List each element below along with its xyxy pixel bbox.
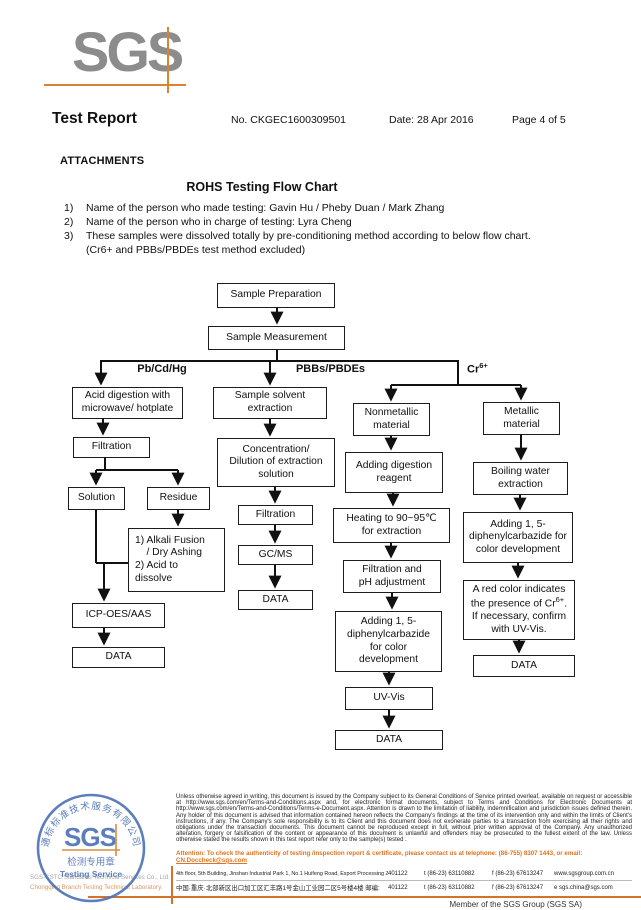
page-title: Test Report [52,110,137,127]
company-branch-line: Chongqing Branch Testing Technical Labor… [30,884,163,891]
note-text: Name of the person who made testing: Gav… [86,202,445,214]
flow-box-adding-dpc-metallic: Adding 1, 5- diphenylcarbazide for color… [463,512,573,563]
postal-code: 401122 [388,884,408,891]
flow-box-data-gcms: DATA [238,590,313,610]
stamp-cn-label: 检测专用章 [67,856,115,868]
note-text: These samples were dissolved totally by … [86,230,531,256]
cr-base: Cr [467,363,480,376]
flow-box-sample-preparation: Sample Preparation [217,283,335,308]
flow-box-data-uvvis: DATA [335,730,443,750]
footer-divider-line [88,896,641,898]
legal-disclaimer: Unless otherwise agreed in writing, this… [176,794,632,844]
branch-label-pb-cd-hg: Pb/Cd/Hg [137,363,187,375]
address-en: 4th floor, 5th Building, Jinshan Industr… [176,870,388,877]
flow-box-adding-digestion-reagent: Adding digestion reagent [345,452,443,493]
address-cn: 中国·重庆·北部新区出口加工区汇丰路1号金山工业园二区5号楼4楼 邮编: [176,885,380,892]
flow-box-solution: Solution [68,487,125,510]
note-item: 2) Name of the person who in charge of t… [64,215,604,229]
flow-box-icp-oes-aas: ICP-OES/AAS [72,603,165,628]
branch-label-pbbs-pbdes: PBBs/PBDEs [295,363,366,375]
flow-box-metallic-material: Metallic material [483,402,560,435]
note-number: 3) [64,230,74,242]
note-item: 1) Name of the person who made testing: … [64,201,604,215]
page-indicator: Page 4 of 5 [512,114,566,126]
address-row-en: 4th floor, 5th Building, Jinshan Industr… [176,867,632,880]
attachments-heading: ATTACHMENTS [60,155,145,167]
address-row-cn: 中国·重庆·北部新区出口加工区汇丰路1号金山工业园二区5号楼4楼 邮编: 401… [176,880,632,894]
telephone: t (86-23) 63110882 [424,870,475,877]
postal-code: 401122 [388,870,408,877]
flow-chart-title: ROHS Testing Flow Chart [186,180,338,194]
attention-notice: Attention: To check the authenticity of … [176,850,632,865]
fax: f (86-23) 67613247 [492,870,544,877]
flow-box-nonmetallic-material: Nonmetallic material [353,403,430,436]
flow-box-alkali-fusion: 1) Alkali Fusion / Dry Ashing 2) Acid to… [128,528,225,592]
email-link[interactable]: e sgs.china@sgs.com [554,884,613,891]
fax: f (86-23) 67613247 [492,884,544,891]
telephone: t (86-23) 63110882 [424,884,475,891]
stamp-sgs-text: SGS [64,822,117,852]
flow-box-concentration-dilution: Concentration/ Dilution of extraction so… [217,438,335,487]
logo-vertical-line [167,27,169,93]
flow-box-heating: Heating to 90~95℃ for extraction [333,508,450,543]
flow-box-sample-solvent-extraction: Sample solvent extraction [213,387,327,419]
doccheck-email-link[interactable]: CN.Doccheck@sgs.com [176,856,248,864]
note-number: 1) [64,202,74,214]
notes-list: 1) Name of the person who made testing: … [64,201,604,257]
company-name-line: SGS-CSTC Standards Technical Services Co… [30,874,170,881]
flow-box-residue: Residue [147,487,210,510]
report-date: Date: 28 Apr 2016 [389,114,474,126]
report-number: No. CKGEC1600309501 [231,114,346,126]
address-block: 4th floor, 5th Building, Jinshan Industr… [176,867,632,894]
note-text: Name of the person who in charge of test… [86,216,352,228]
website-link[interactable]: www.sgsgroup.com.cn [554,870,615,877]
flow-box-boiling-water-extraction: Boiling water extraction [473,462,568,495]
footer-divider-tick [171,866,173,904]
flow-box-gcms: GC/MS [238,545,313,565]
stamp-en-label: Testing Service [60,869,122,879]
flow-box-uv-vis: UV-Vis [345,687,433,710]
red-color-superscript: 6+ [555,595,565,605]
flow-box-data-icp: DATA [72,647,165,668]
cr-superscript: 6+ [479,361,488,370]
flow-box-filtration-ph: Filtration and pH adjustment [343,560,441,593]
logo-horizontal-line [44,84,186,86]
flow-box-acid-digestion: Acid digestion with microwave/ hotplate [72,387,183,419]
sgs-stamp: 通标标准技术服务有限公司 SGS 检测专用章 Testing Service [36,793,146,903]
flow-box-sample-measurement: Sample Measurement [208,326,345,350]
flow-box-data-metallic: DATA [473,655,575,677]
flow-box-filtration-1: Filtration [73,437,150,458]
attention-text: Attention: To check the authenticity of … [176,850,583,857]
red-color-text-1: A red color indicates the presence of Cr [470,583,566,610]
sgs-logo: SGS [72,20,184,83]
branch-label-cr6: Cr6+ [467,362,507,376]
red-color-text-2: . If necessary, confirm with UV-Vis. [471,598,568,635]
flow-box-adding-dpc-nonmetallic: Adding 1, 5- diphenylcarbazide for color… [335,611,442,672]
note-number: 2) [64,216,74,228]
flow-box-red-color-indicator: A red color indicates the presence of Cr… [463,580,575,640]
member-of-sgs-group: Member of the SGS Group (SGS SA) [449,900,583,909]
note-item: 3) These samples were dissolved totally … [64,229,604,257]
flow-box-filtration-2: Filtration [238,505,313,525]
